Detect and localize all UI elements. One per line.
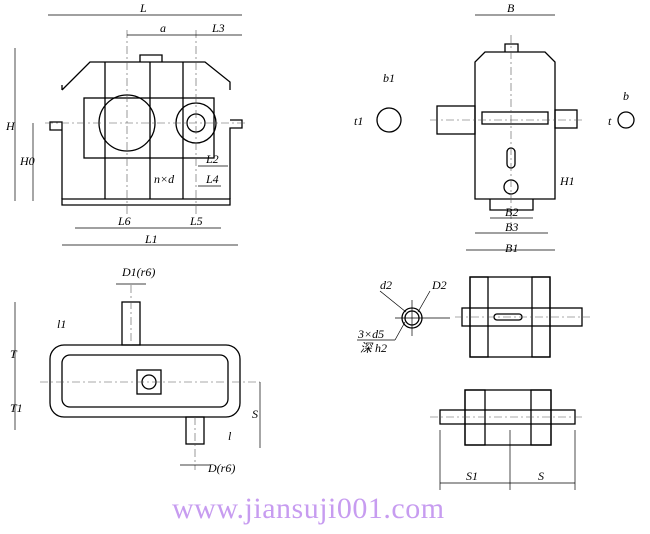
dim-L3: L3 xyxy=(211,21,225,35)
front-view-labels: L a L3 H H0 L2 n×d L4 L6 L5 L1 xyxy=(5,1,225,246)
dim-depth: 深 h2 xyxy=(360,341,387,355)
dim-H0: H0 xyxy=(19,154,35,168)
dim-holes: 3×d5 xyxy=(357,327,384,341)
dim-S-lower: S xyxy=(538,469,544,483)
dim-d2: d2 xyxy=(380,278,392,292)
front-view xyxy=(14,14,245,246)
dim-nxd: n×d xyxy=(154,172,175,186)
dim-l1: l1 xyxy=(57,317,66,331)
dim-L4: L4 xyxy=(205,172,219,186)
dim-T1: T1 xyxy=(10,401,23,415)
dim-L2: L2 xyxy=(205,152,219,166)
side-view-labels: B b1 t1 b t H1 B2 B3 B1 xyxy=(354,1,629,255)
watermark: www.jiansuji001.com xyxy=(172,492,445,525)
dim-b1: b1 xyxy=(383,71,395,85)
dim-L6: L6 xyxy=(117,214,131,228)
flange-detail: d2 D2 3×d5 深 h2 xyxy=(357,278,450,355)
dim-l: l xyxy=(228,429,232,443)
dim-t1: t1 xyxy=(354,114,363,128)
dim-S: S xyxy=(252,407,258,421)
dim-L5: L5 xyxy=(189,214,203,228)
dim-B: B xyxy=(507,1,515,15)
dim-T: T xyxy=(10,347,18,361)
dim-B3: B3 xyxy=(505,220,518,234)
dim-B2: B2 xyxy=(505,205,518,219)
dim-B1: B1 xyxy=(505,241,518,255)
top-view xyxy=(14,283,261,470)
dim-L1: L1 xyxy=(144,232,158,246)
side-view xyxy=(376,14,635,251)
dim-b: b xyxy=(623,89,629,103)
bearing-view-lower: S1 S xyxy=(430,389,585,490)
dim-Dr6: D(r6) xyxy=(207,461,235,475)
dim-H1: H1 xyxy=(559,174,575,188)
dim-D1r6: D1(r6) xyxy=(121,265,155,279)
dim-a: a xyxy=(160,21,166,35)
bearing-view-upper xyxy=(455,276,590,358)
top-view-labels: D1(r6) l1 T T1 S l D(r6) xyxy=(10,265,258,475)
dim-H: H xyxy=(5,119,16,133)
dim-t: t xyxy=(608,114,612,128)
dim-D2: D2 xyxy=(431,278,447,292)
dim-S1: S1 xyxy=(466,469,478,483)
dim-L: L xyxy=(139,1,147,15)
